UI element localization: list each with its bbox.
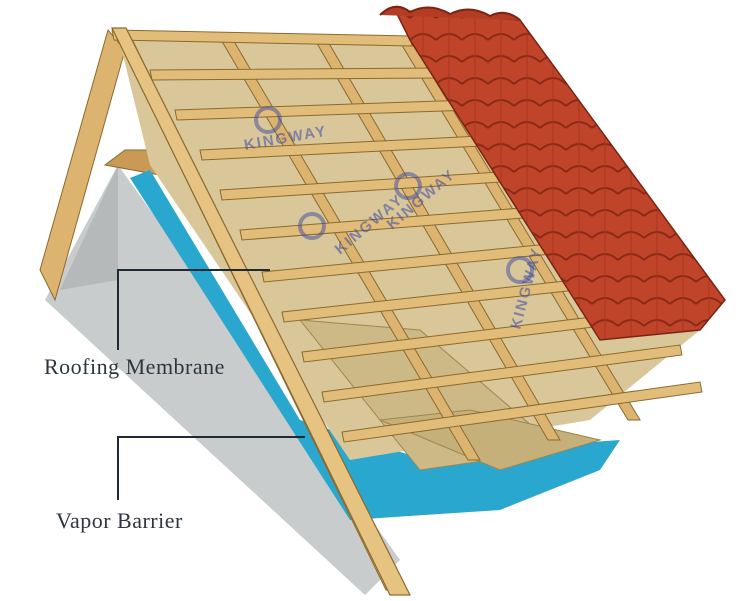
- insulation-field: [118, 35, 700, 460]
- leader-vapor-barrier: [117, 436, 305, 500]
- gable-shadow: [60, 165, 118, 290]
- label-vapor-barrier: Vapor Barrier: [56, 508, 183, 533]
- kingway-logo-icon: [254, 106, 534, 284]
- label-roofing-membrane: Roofing Membrane: [44, 354, 225, 379]
- leader-roofing-membrane: [117, 269, 270, 350]
- battens: [111, 29, 703, 443]
- gable-wall: [45, 165, 400, 595]
- ridge-tile: [379, 5, 521, 21]
- front-fascia: [111, 27, 411, 596]
